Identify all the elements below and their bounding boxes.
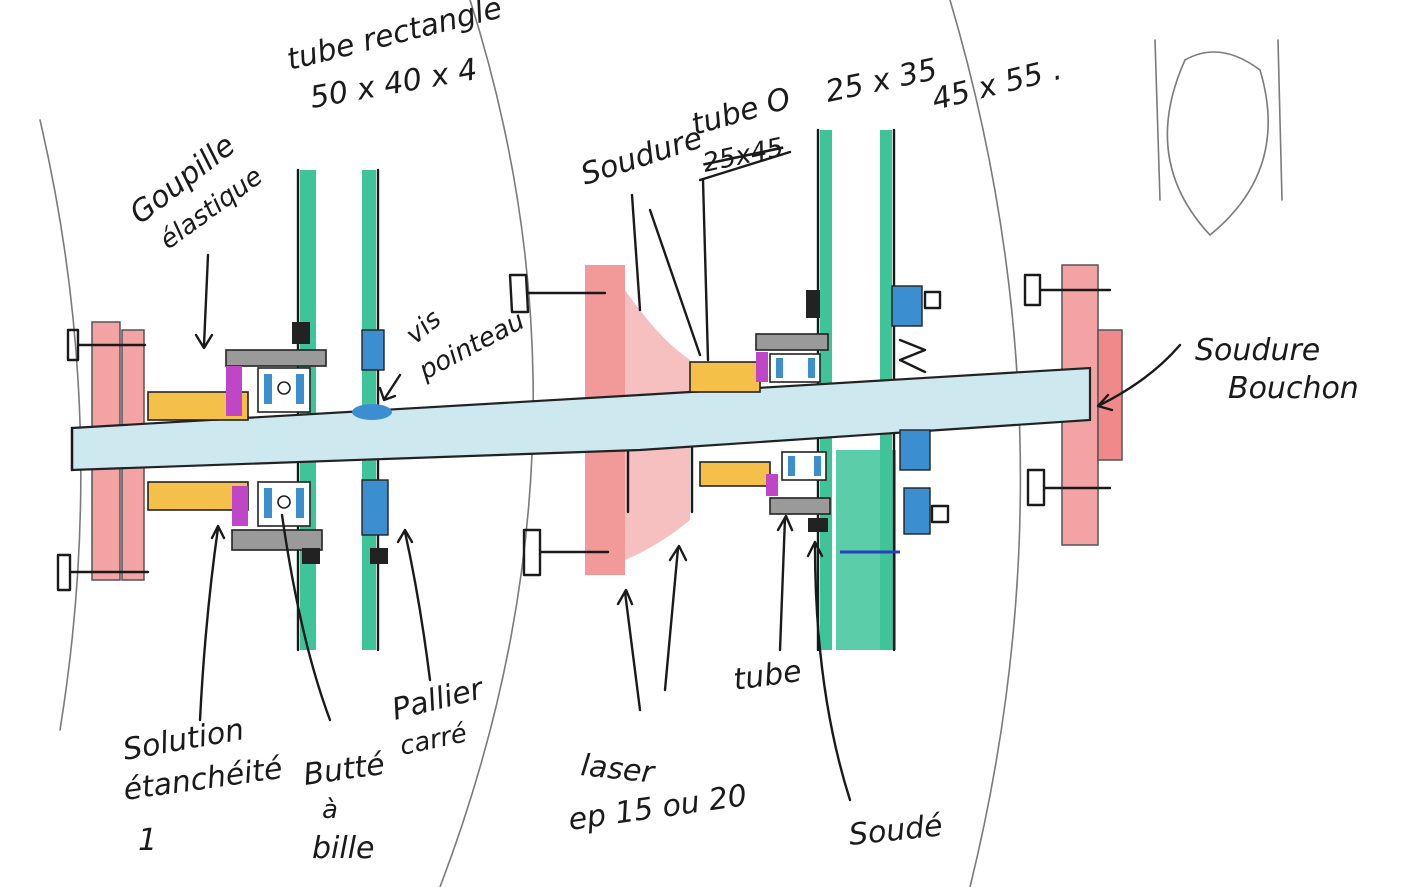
label-laser: laser: [579, 748, 657, 791]
bolts: [56, 273, 1112, 592]
label-solution-number: 1: [138, 823, 157, 858]
label-struck-dims: 25x45: [700, 133, 786, 179]
right-bearing-assembly: [689, 285, 931, 535]
label-bouchon: Bouchon: [1228, 371, 1359, 406]
left-bearing-assembly: [147, 322, 392, 564]
strike-line: [698, 150, 792, 182]
label-a: à: [322, 795, 338, 825]
label-pallier: Pallier: [388, 671, 488, 728]
label-tube: tube: [731, 654, 803, 698]
label-butte: Butté: [301, 747, 387, 793]
label-vis: vis: [400, 304, 447, 350]
label-bille: bille: [312, 831, 375, 866]
shaft: [70, 366, 1092, 472]
label-soude: Soudé: [847, 808, 944, 853]
pencil-doodle: [1154, 39, 1283, 237]
label-dims-b: 45 x 55 .: [928, 52, 1065, 118]
leader-lines: [194, 178, 1182, 802]
label-soudure-bouchon: Soudure: [1195, 333, 1320, 368]
label-soudure: Soudure: [577, 121, 707, 193]
label-laser-thickness: ep 15 ou 20: [566, 778, 749, 838]
label-dims-a: 25 x 35: [822, 52, 940, 110]
